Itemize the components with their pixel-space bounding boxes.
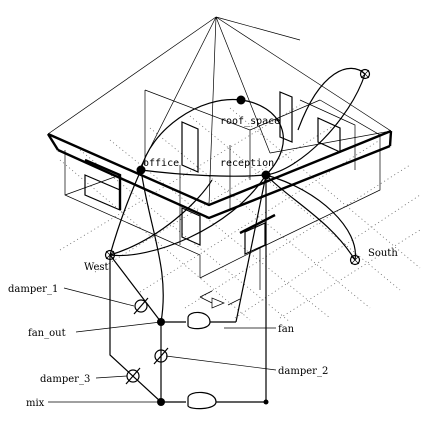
node-roof-outlet xyxy=(359,68,371,80)
label-office: office xyxy=(143,158,179,169)
node-mix xyxy=(157,398,165,406)
label-damper-3: damper_3 xyxy=(40,374,90,385)
fan-upper xyxy=(187,311,211,330)
label-west: West xyxy=(84,262,109,273)
fan-lower xyxy=(187,391,217,410)
label-mix: mix xyxy=(26,398,45,409)
duct-network xyxy=(109,67,366,402)
ground-grid xyxy=(59,104,421,323)
label-fan: fan xyxy=(278,324,295,335)
plant-schematic xyxy=(109,254,266,410)
node-west xyxy=(104,249,116,261)
label-reception: reception xyxy=(220,158,274,169)
label-damper-2: damper_2 xyxy=(278,366,328,377)
building-frame xyxy=(46,16,393,290)
boundary-nodes xyxy=(104,68,371,266)
damper-1-symbol xyxy=(134,299,148,313)
node-south xyxy=(349,254,361,266)
label-fan-out: fan_out xyxy=(28,328,66,339)
node-reception xyxy=(261,170,271,180)
flow-arrows xyxy=(199,290,241,309)
label-south: South xyxy=(368,248,398,259)
node-office xyxy=(136,165,146,175)
label-roof-space: roof_space xyxy=(220,116,280,127)
label-damper-1: damper_1 xyxy=(8,284,58,295)
node-roof-space xyxy=(236,95,246,105)
leader-lines xyxy=(48,287,277,403)
junction-nodes xyxy=(136,95,271,406)
node-reception-bottom xyxy=(263,399,269,405)
